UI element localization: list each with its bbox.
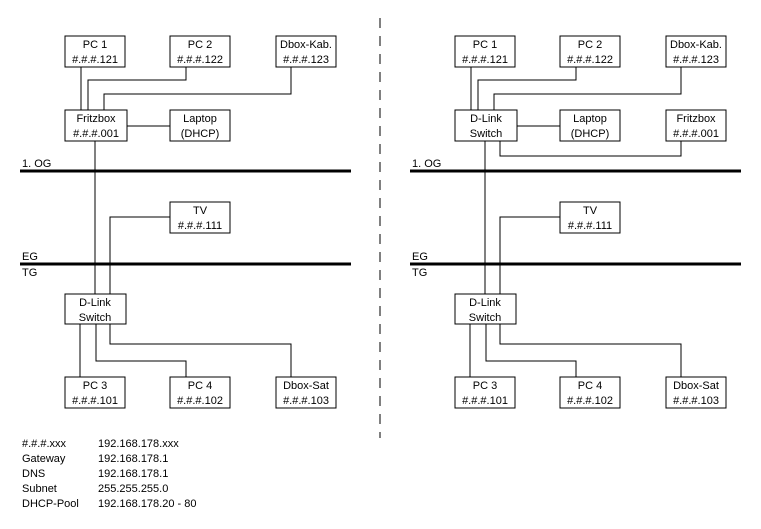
node-dbox-kab-left: Dbox-Kab. #.#.#.123: [275, 35, 337, 68]
node-tv-right: TV #.#.#.111: [559, 201, 621, 234]
svg-text:PC 2: PC 2: [188, 39, 212, 51]
floor-label-tg-left: TG: [22, 267, 37, 279]
legend-value: 192.168.178.1: [98, 468, 169, 480]
svg-text:PC 2: PC 2: [578, 39, 602, 51]
svg-text:D-Link: D-Link: [79, 297, 111, 309]
node-dlink-switch-right: D-Link Switch: [454, 293, 517, 325]
node-pc3-left: PC 3 #.#.#.101: [64, 376, 126, 409]
wire-switch-dboxsat-right: [499, 324, 682, 377]
svg-text:#.#.#.123: #.#.#.123: [283, 54, 329, 66]
svg-text:Dbox-Sat: Dbox-Sat: [673, 380, 719, 392]
wires-right: [469, 67, 682, 377]
wire-pc2-switch-right: [477, 67, 577, 110]
node-tv-left: TV #.#.#.111: [169, 201, 231, 234]
legend-key: DHCP-Pool: [22, 498, 79, 510]
node-pc4-right: PC 4 #.#.#.102: [559, 376, 621, 409]
svg-text:Dbox-Kab.: Dbox-Kab.: [670, 39, 722, 51]
wire-switch-pc4-left: [95, 324, 187, 377]
legend-value: 192.168.178.20 - 80: [98, 498, 197, 510]
svg-text:#.#.#.101: #.#.#.101: [72, 395, 118, 407]
svg-text:TV: TV: [583, 205, 598, 217]
legend-row-dns: DNS 192.168.178.1: [22, 467, 196, 482]
svg-text:Switch: Switch: [469, 312, 501, 324]
network-settings-legend: #.#.#.xxx 192.168.178.xxx Gateway 192.168.…: [22, 437, 196, 512]
wire-pc2-router-left: [87, 67, 187, 110]
node-pc3-right: PC 3 #.#.#.101: [454, 376, 516, 409]
svg-text:PC 4: PC 4: [578, 380, 602, 392]
wire-tv-switch-right: [499, 216, 560, 294]
svg-text:PC 1: PC 1: [473, 39, 497, 51]
node-dbox-sat-left: Dbox-Sat #.#.#.103: [275, 376, 337, 409]
legend-row-gateway: Gateway 192.168.178.1: [22, 452, 196, 467]
node-dlink-switch-top-right: D-Link Switch: [454, 109, 518, 142]
node-dbox-sat-right: Dbox-Sat #.#.#.103: [665, 376, 727, 409]
floor-label-eg-left: EG: [22, 251, 38, 263]
svg-text:Fritzbox: Fritzbox: [76, 113, 116, 125]
svg-text:PC 4: PC 4: [188, 380, 212, 392]
svg-text:#.#.#.111: #.#.#.111: [568, 220, 612, 232]
floor-label-og-right: 1. OG: [412, 158, 441, 170]
svg-text:Switch: Switch: [470, 128, 502, 140]
legend-value: 192.168.178.xxx: [98, 438, 179, 450]
svg-text:D-Link: D-Link: [470, 113, 502, 125]
svg-text:Dbox-Kab.: Dbox-Kab.: [280, 39, 332, 51]
svg-text:D-Link: D-Link: [469, 297, 501, 309]
legend-key: DNS: [22, 468, 46, 480]
wire-switch-pc4-right: [485, 324, 577, 377]
node-laptop-right: Laptop (DHCP): [559, 109, 621, 142]
svg-text:#.#.#.102: #.#.#.102: [567, 395, 613, 407]
svg-text:#.#.#.001: #.#.#.001: [73, 128, 119, 140]
svg-text:PC 3: PC 3: [83, 380, 107, 392]
node-pc1-left: PC 1 #.#.#.121: [64, 35, 126, 68]
wire-switch-dboxsat-left: [109, 324, 292, 377]
svg-text:Dbox-Sat: Dbox-Sat: [283, 380, 329, 392]
svg-text:#.#.#.121: #.#.#.121: [72, 54, 118, 66]
svg-text:#.#.#.103: #.#.#.103: [283, 395, 329, 407]
svg-text:#.#.#.103: #.#.#.103: [673, 395, 719, 407]
svg-text:Fritzbox: Fritzbox: [676, 113, 716, 125]
svg-text:(DHCP): (DHCP): [571, 128, 610, 140]
svg-text:#.#.#.101: #.#.#.101: [462, 395, 508, 407]
legend-row-address: #.#.#.xxx 192.168.178.xxx: [22, 437, 196, 452]
svg-text:PC 1: PC 1: [83, 39, 107, 51]
svg-text:#.#.#.001: #.#.#.001: [673, 128, 719, 140]
legend-key: Subnet: [22, 483, 57, 495]
svg-text:#.#.#.122: #.#.#.122: [567, 54, 613, 66]
node-laptop-left: Laptop (DHCP): [169, 109, 231, 142]
svg-text:#.#.#.102: #.#.#.102: [177, 395, 223, 407]
legend-value: 192.168.178.1: [98, 453, 169, 465]
node-fritzbox-right: Fritzbox #.#.#.001: [665, 109, 727, 142]
node-pc1-right: PC 1 #.#.#.121: [454, 35, 516, 68]
node-dbox-kab-right: Dbox-Kab. #.#.#.123: [665, 35, 727, 68]
node-dlink-switch-left: D-Link Switch: [64, 293, 127, 325]
node-pc4-left: PC 4 #.#.#.102: [169, 376, 231, 409]
node-fritzbox-left: Fritzbox #.#.#.001: [64, 109, 128, 142]
wires-left: [79, 67, 292, 377]
svg-text:#.#.#.123: #.#.#.123: [673, 54, 719, 66]
svg-text:(DHCP): (DHCP): [181, 128, 220, 140]
svg-text:#.#.#.122: #.#.#.122: [177, 54, 223, 66]
svg-text:PC 3: PC 3: [473, 380, 497, 392]
legend-key: Gateway: [22, 453, 66, 465]
legend-value: 255.255.255.0: [98, 483, 169, 495]
svg-text:#.#.#.111: #.#.#.111: [178, 220, 222, 232]
floor-label-og-left: 1. OG: [22, 158, 51, 170]
node-pc2-right: PC 2 #.#.#.122: [559, 35, 621, 68]
wire-dboxkab-switch-right: [493, 67, 682, 110]
legend-row-dhcp-pool: DHCP-Pool 192.168.178.20 - 80: [22, 497, 196, 512]
wire-dboxkab-router-left: [103, 67, 292, 110]
svg-text:Laptop: Laptop: [573, 113, 607, 125]
floor-label-tg-right: TG: [412, 267, 427, 279]
wire-tv-switch-left: [109, 216, 170, 294]
floor-label-eg-right: EG: [412, 251, 428, 263]
legend-key: #.#.#.xxx: [22, 438, 67, 450]
svg-text:TV: TV: [193, 205, 208, 217]
wire-switch-router-right: [499, 141, 682, 157]
svg-text:#.#.#.121: #.#.#.121: [462, 54, 508, 66]
node-pc2-left: PC 2 #.#.#.122: [169, 35, 231, 68]
svg-text:Switch: Switch: [79, 312, 111, 324]
legend-row-subnet: Subnet 255.255.255.0: [22, 482, 196, 497]
svg-text:Laptop: Laptop: [183, 113, 217, 125]
